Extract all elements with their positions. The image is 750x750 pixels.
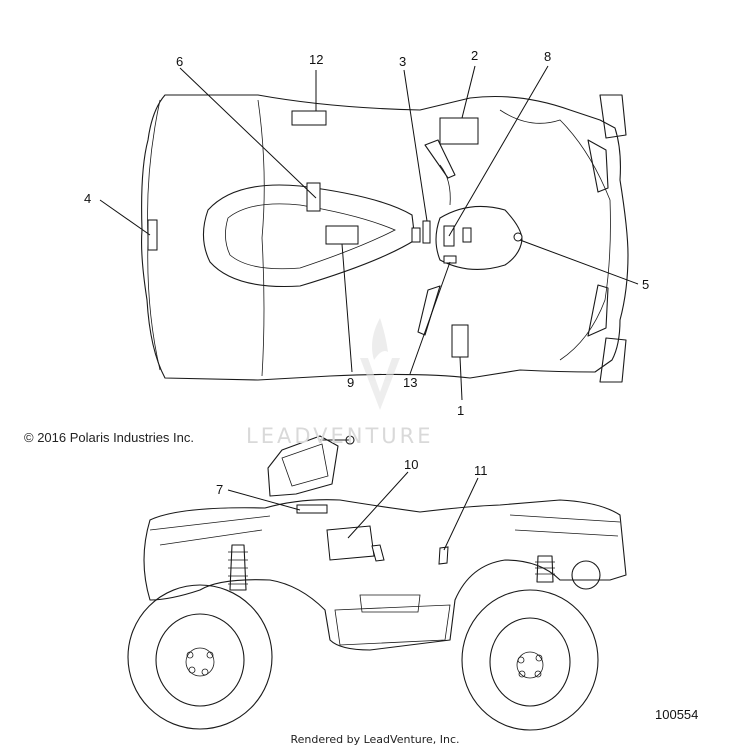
decal-5 — [513, 232, 523, 242]
rear-shock — [229, 544, 247, 591]
front-wheel — [461, 589, 599, 731]
callout-6: 6 — [176, 54, 183, 69]
decal-12 — [291, 110, 327, 126]
pod-inner — [281, 443, 329, 487]
leader-1 — [459, 356, 463, 401]
rear-fender-crease — [257, 99, 265, 377]
leader-5 — [519, 239, 639, 285]
rear-fender-detail — [149, 515, 271, 546]
footwell — [334, 604, 451, 646]
copyright-notice: © 2016 Polaris Industries Inc. — [24, 430, 194, 445]
side-body-outline — [143, 499, 627, 651]
rendered-by-footer: Rendered by LeadVenture, Inc. — [290, 733, 460, 746]
headlight-lower — [587, 284, 609, 337]
callout-7: 7 — [216, 482, 223, 497]
callout-9: 9 — [347, 375, 354, 390]
decal-10b — [371, 544, 385, 562]
front-bumper-lower — [599, 337, 627, 383]
headlight-upper — [587, 139, 609, 193]
decal-2 — [439, 117, 479, 145]
callout-12: 12 — [309, 52, 323, 67]
callout-13: 13 — [403, 375, 417, 390]
leader-4 — [99, 199, 151, 236]
decal-9 — [325, 225, 359, 245]
decal-small-left — [411, 227, 421, 243]
leader-3 — [403, 69, 428, 222]
diagram-number: 100554 — [655, 707, 699, 722]
callout-8: 8 — [544, 49, 551, 64]
front-bumper-upper — [599, 94, 627, 139]
handlebar-right — [417, 285, 441, 336]
front-shock — [536, 555, 554, 583]
decal-6 — [306, 182, 321, 212]
rear-shock-coil — [228, 551, 248, 585]
atv-top-view — [99, 65, 639, 401]
leadventure-logo-watermark — [360, 318, 400, 410]
decal-7 — [296, 504, 328, 514]
decal-small-right — [462, 227, 472, 243]
leader-6 — [179, 67, 317, 199]
callout-5: 5 — [642, 277, 649, 292]
decal-3 — [422, 220, 431, 244]
watermark-text: LEADVENTURE — [246, 424, 434, 448]
atv-side-view — [127, 435, 627, 731]
top-body-outline — [141, 94, 629, 381]
leader-10 — [347, 471, 409, 539]
leader-13 — [409, 261, 451, 375]
leader-9 — [341, 243, 353, 373]
decal-4 — [147, 219, 158, 251]
instrument-pod — [267, 435, 339, 497]
cable-line — [439, 164, 451, 206]
leader-2 — [461, 65, 476, 119]
leader-8 — [448, 65, 549, 237]
grip-end — [345, 435, 355, 445]
decal-10 — [326, 525, 375, 561]
callout-10: 10 — [404, 457, 418, 472]
callout-2: 2 — [471, 48, 478, 63]
handlebar-left — [424, 139, 456, 179]
headlight — [571, 560, 601, 590]
seat-inner — [225, 203, 396, 270]
callout-4: 4 — [84, 191, 91, 206]
leader-11 — [443, 477, 479, 551]
callout-11: 11 — [474, 463, 488, 478]
rear-wheel — [127, 584, 273, 730]
fuel-tank-outline — [435, 205, 523, 270]
callout-1: 1 — [457, 403, 464, 418]
decal-11 — [438, 546, 449, 565]
front-fender-detail — [509, 514, 621, 537]
floor-panel — [359, 594, 421, 613]
front-fender-crease — [499, 109, 611, 361]
decal-13 — [443, 255, 457, 264]
callout-3: 3 — [399, 54, 406, 69]
decal-1 — [451, 324, 469, 358]
seat-outline — [202, 184, 416, 288]
leader-7 — [227, 489, 301, 511]
front-shock-coil — [535, 561, 555, 575]
